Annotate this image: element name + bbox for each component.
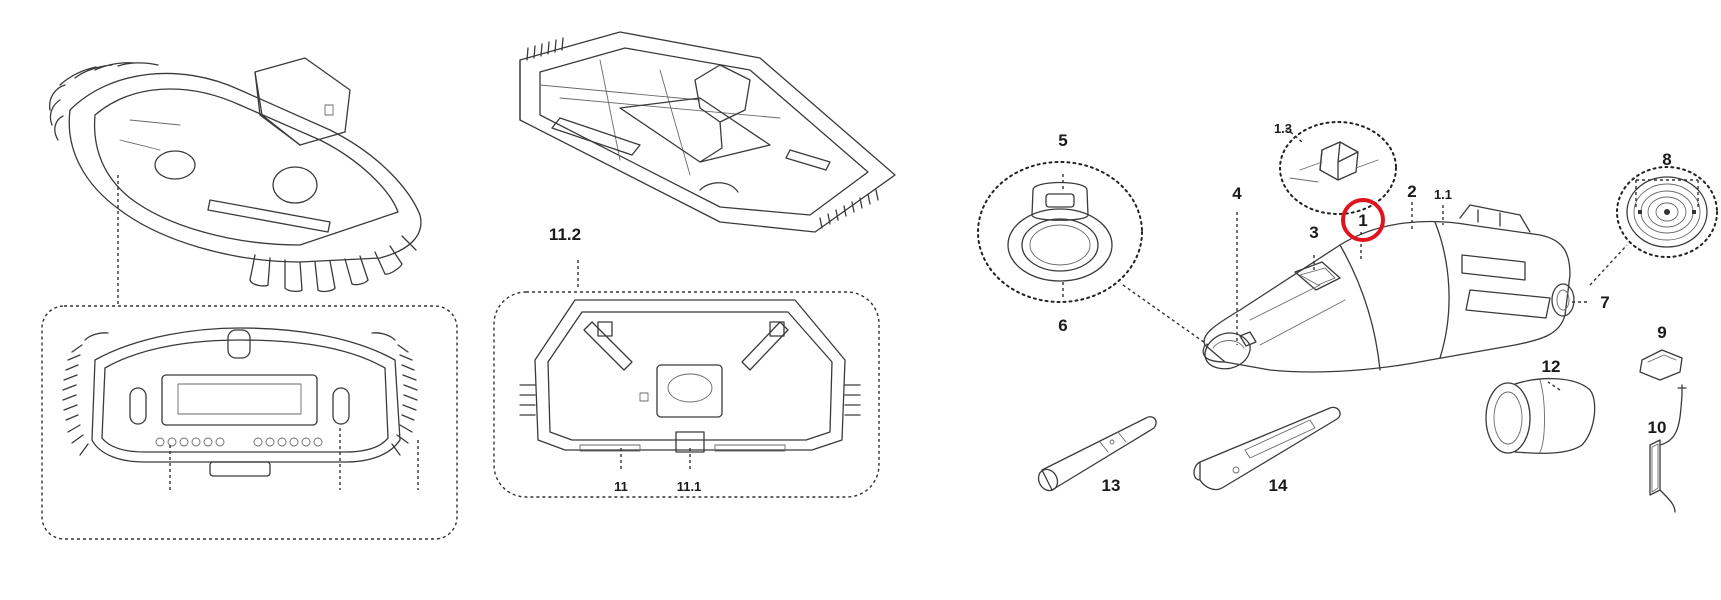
base-plate-underside-detail (493, 291, 880, 498)
highlight-ring-callout-1 (1341, 198, 1385, 242)
brush-skimmer-head-perspective (49, 57, 422, 293)
callout-4: 4 (1232, 184, 1242, 203)
wide-nozzle-part-12 (1485, 377, 1596, 454)
main-unit-part-1 (1202, 204, 1575, 373)
leader-lines-right (1062, 127, 1699, 391)
brush-head-underside-detail (41, 305, 458, 540)
callout-9: 9 (1657, 323, 1666, 342)
callout-12: 12 (1542, 357, 1561, 376)
callout-7: 7 (1600, 293, 1609, 312)
callout-11-2: 11.1 (677, 479, 702, 494)
callout-1: 1 (1358, 211, 1367, 230)
extension-tube-part-13 (1037, 416, 1157, 492)
base-plate-perspective (519, 31, 896, 233)
underside-hole-row (155, 437, 323, 447)
callout-6: 6 (1058, 316, 1067, 335)
callout-labels: 11.2 11 11.1 5 6 4 3 1 2 1.1 1.3 8 7 9 1… (549, 121, 1672, 495)
crevice-tool-part-14 (1193, 406, 1341, 491)
callout-1-3: 1.3 (1274, 121, 1292, 136)
callout-1-1: 1.1 (1434, 187, 1452, 202)
callout-11: 11.2 (549, 225, 581, 244)
nozzle-part-4 (1204, 331, 1257, 370)
switch-detail-part-1-3 (1279, 121, 1397, 215)
callout-3: 3 (1309, 223, 1318, 242)
callout-11-1: 11 (614, 479, 628, 494)
charger-part-10 (1649, 384, 1687, 513)
filter-disc-part-8 (1616, 166, 1718, 258)
callout-10: 10 (1648, 418, 1667, 437)
callout-5: 5 (1058, 131, 1067, 150)
filter-cover-detail (977, 161, 1143, 303)
callout-2: 2 (1407, 182, 1416, 201)
callout-14: 14 (1269, 476, 1288, 495)
callout-8: 8 (1662, 150, 1671, 169)
clip-part-9 (1639, 349, 1683, 381)
callout-13: 13 (1102, 476, 1121, 495)
